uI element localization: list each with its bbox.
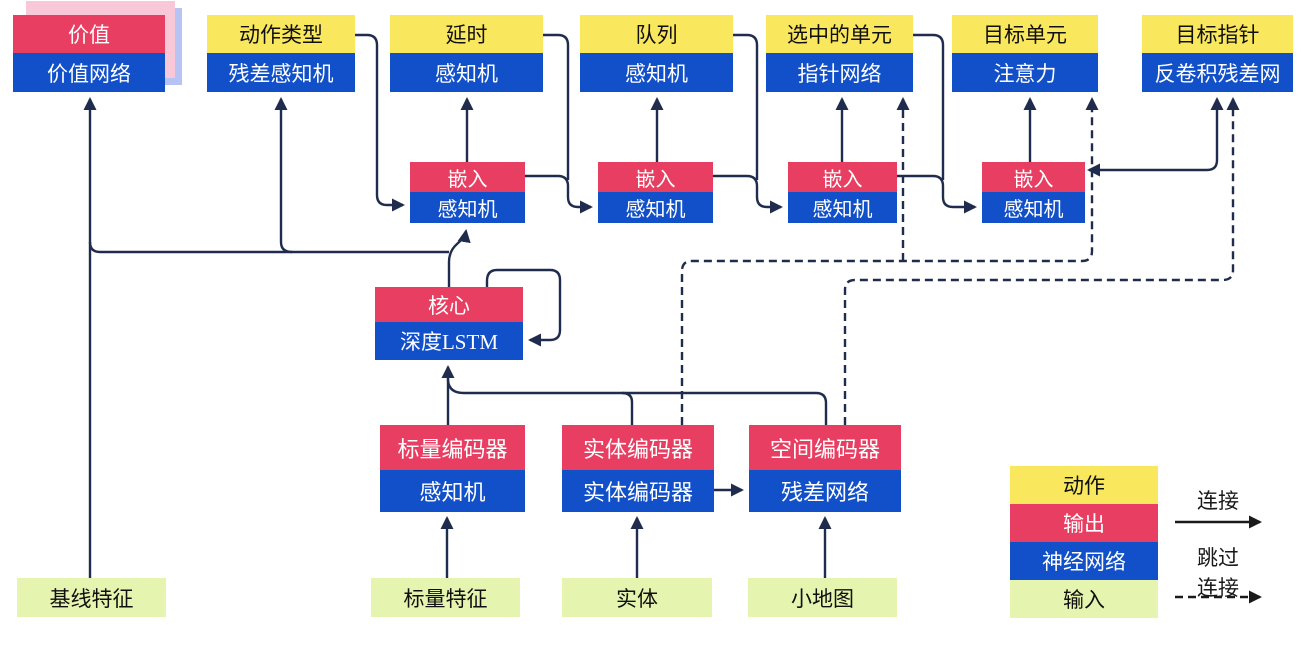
node-entities: 实体 <box>562 578 712 617</box>
node-embed-1: 嵌入 感知机 <box>410 162 525 223</box>
embed-2-output-cell: 嵌入 <box>598 162 713 192</box>
node-selected-units: 选中的单元 指针网络 <box>766 15 913 92</box>
value-network-cell: 价值网络 <box>13 53 165 92</box>
selected-units-action-cell: 选中的单元 <box>766 15 913 53</box>
node-baseline-features: 基线特征 <box>17 578 166 617</box>
scalar-encoder-network-cell: 感知机 <box>380 470 525 512</box>
edge-core-to-embed-1 <box>447 229 471 287</box>
action-type-network-cell: 残差感知机 <box>207 53 355 92</box>
embed-2-network-cell: 感知机 <box>598 192 713 223</box>
node-delay: 延时 感知机 <box>390 15 543 92</box>
node-queue: 队列 感知机 <box>580 15 733 92</box>
spatial-encoder-output-cell: 空间编码器 <box>749 425 901 470</box>
skip-entity-encoder-to-target-unit <box>680 97 1099 425</box>
action-type-action-cell: 动作类型 <box>207 15 355 53</box>
node-target-pointer: 目标指针 反卷积残差网 <box>1142 15 1293 92</box>
edge-embed-2-to-embed-3 <box>713 174 783 214</box>
spatial-encoder-network-cell: 残差网络 <box>749 470 901 512</box>
embed-4-output-cell: 嵌入 <box>982 162 1085 192</box>
legend-skip-label-line2: 连接 <box>1197 576 1239 600</box>
delay-network-cell: 感知机 <box>390 53 543 92</box>
scalar-encoder-output-cell: 标量编码器 <box>380 425 525 470</box>
legend-connection-label: 连接 <box>1197 489 1239 513</box>
target-pointer-network-cell: 反卷积残差网 <box>1142 53 1293 92</box>
core-output-cell: 核心 <box>375 287 523 322</box>
edge-spatial-encoder-to-core <box>446 378 828 425</box>
target-unit-action-cell: 目标单元 <box>952 15 1098 53</box>
node-scalar-encoder: 标量编码器 感知机 <box>380 425 525 512</box>
node-minimap: 小地图 <box>748 578 897 617</box>
target-pointer-action-cell: 目标指针 <box>1142 15 1293 53</box>
core-network-cell: 深度LSTM <box>375 322 523 360</box>
legend-output-cell: 输出 <box>1010 504 1158 542</box>
entity-encoder-output-cell: 实体编码器 <box>562 425 714 470</box>
edge-embed-3-to-embed-4 <box>897 174 977 214</box>
node-embed-2: 嵌入 感知机 <box>598 162 713 223</box>
baseline-features-input-cell: 基线特征 <box>17 578 166 617</box>
edge-action-type-to-embed-1 <box>355 33 405 212</box>
legend-action-cell: 动作 <box>1010 466 1158 504</box>
target-unit-network-cell: 注意力 <box>952 53 1098 92</box>
edge-embed-4-to-target-pointer <box>1087 97 1224 177</box>
delay-action-cell: 延时 <box>390 15 543 53</box>
edge-branch-to-action-type <box>274 97 293 254</box>
legend-network-cell: 神经网络 <box>1010 542 1158 580</box>
selected-units-network-cell: 指针网络 <box>766 53 913 92</box>
edge-core-to-heads-horizontal <box>88 241 449 254</box>
minimap-input-cell: 小地图 <box>748 578 897 617</box>
node-value: 价值 价值网络 <box>13 15 165 92</box>
legend-color-key: 动作 输出 神经网络 输入 <box>1010 466 1158 618</box>
queue-action-cell: 队列 <box>580 15 733 53</box>
node-spatial-encoder: 空间编码器 残差网络 <box>749 425 901 512</box>
embed-1-output-cell: 嵌入 <box>410 162 525 192</box>
queue-network-cell: 感知机 <box>580 53 733 92</box>
legend-skip-label-line1: 跳过 <box>1197 546 1239 570</box>
entities-input-cell: 实体 <box>562 578 712 617</box>
edge-entity-encoder-to-core <box>621 391 634 425</box>
embed-3-network-cell: 感知机 <box>788 192 897 223</box>
node-core: 核心 深度LSTM <box>375 287 523 360</box>
node-entity-encoder: 实体编码器 实体编码器 <box>562 425 714 512</box>
value-output-cell: 价值 <box>13 15 165 53</box>
entity-encoder-network-cell: 实体编码器 <box>562 470 714 512</box>
embed-4-network-cell: 感知机 <box>982 192 1085 223</box>
embed-3-output-cell: 嵌入 <box>788 162 897 192</box>
node-embed-4: 嵌入 感知机 <box>982 162 1085 223</box>
embed-1-network-cell: 感知机 <box>410 192 525 223</box>
edge-selected-units-to-embed-4 <box>913 33 945 180</box>
legend-input-cell: 输入 <box>1010 580 1158 618</box>
node-embed-3: 嵌入 感知机 <box>788 162 897 223</box>
edge-delay-to-embed-2 <box>543 33 570 180</box>
node-scalar-features: 标量特征 <box>371 578 520 617</box>
edge-core-self-loop <box>485 268 562 347</box>
node-action-type: 动作类型 残差感知机 <box>207 15 355 92</box>
edge-queue-to-embed-3 <box>733 33 759 180</box>
node-target-unit: 目标单元 注意力 <box>952 15 1098 92</box>
scalar-features-input-cell: 标量特征 <box>371 578 520 617</box>
edge-embed-1-to-embed-2 <box>525 174 593 214</box>
